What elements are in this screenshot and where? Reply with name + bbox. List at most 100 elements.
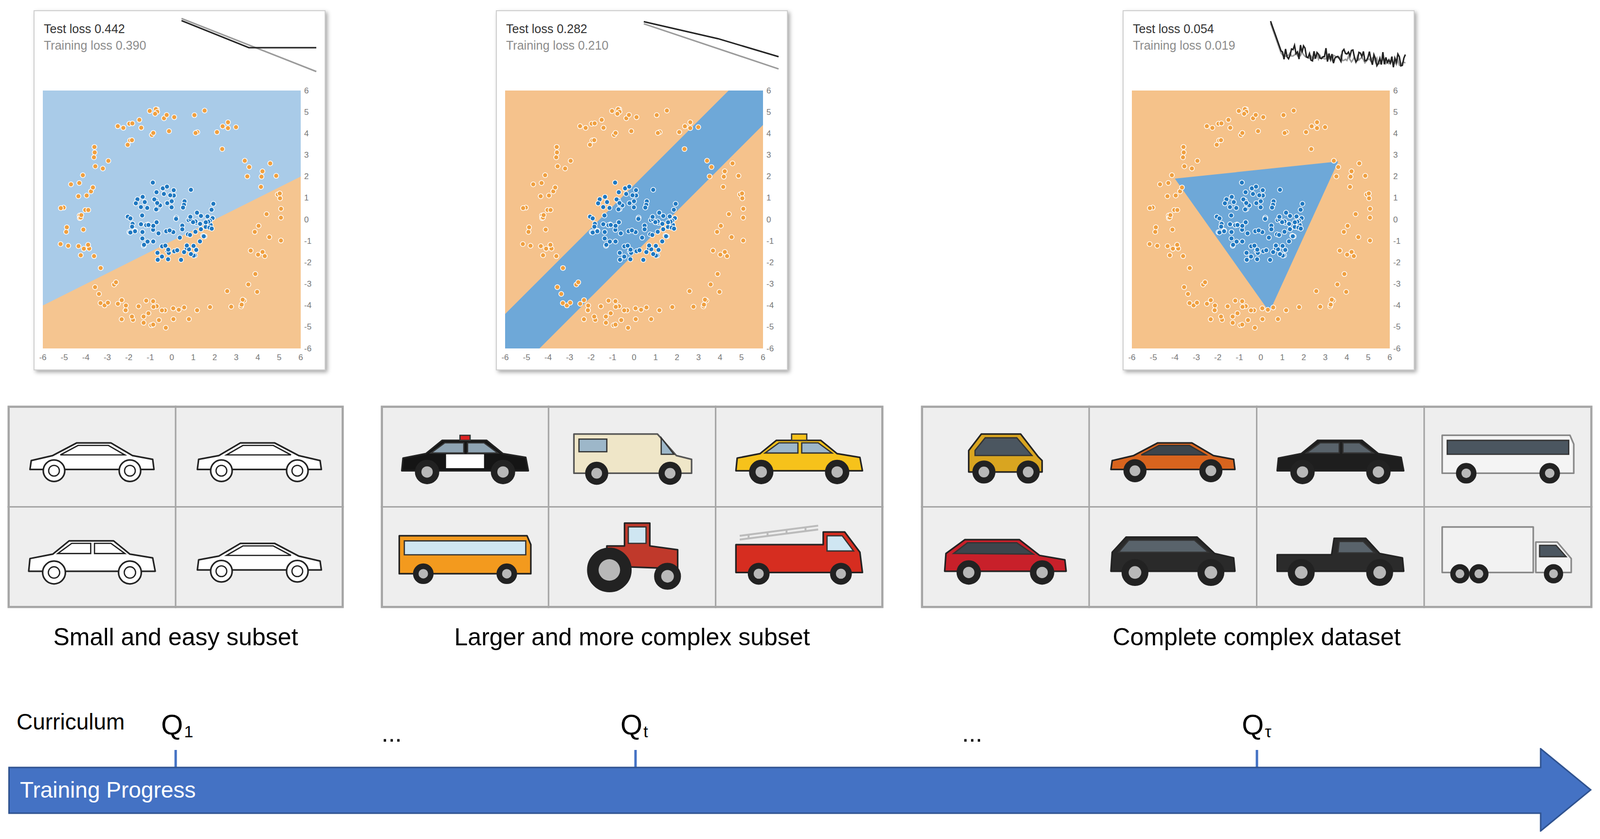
- blue-point: [1287, 226, 1293, 232]
- orange-point: [1181, 149, 1187, 155]
- orange-point: [136, 303, 142, 309]
- image-cell: [8, 406, 176, 508]
- orange-point: [1212, 303, 1218, 309]
- orange-point: [709, 164, 714, 170]
- orange-point: [1180, 154, 1186, 160]
- axis-tick: -6: [1393, 344, 1401, 353]
- blue-point: [1283, 210, 1289, 216]
- wheel: [1198, 559, 1224, 585]
- loss-chart: [181, 18, 317, 72]
- orange-point: [255, 252, 261, 257]
- orange-point: [129, 314, 135, 320]
- orange-point: [136, 117, 142, 123]
- axis-tick: -1: [608, 353, 617, 362]
- orange-point: [150, 130, 156, 136]
- blue-point: [663, 233, 669, 239]
- vehicle-window: [975, 437, 1033, 456]
- wheel-hub: [291, 565, 303, 577]
- orange-point: [546, 193, 552, 199]
- image-cell: [1089, 507, 1257, 608]
- orange-point: [1367, 206, 1373, 212]
- wheel-hub: [1036, 566, 1048, 579]
- orange-point: [1174, 207, 1180, 213]
- axis-tick: 5: [304, 108, 309, 117]
- orange-point: [92, 163, 98, 169]
- axis-tick: -3: [1393, 279, 1401, 289]
- vehicle-window: [1141, 445, 1206, 455]
- orange-point: [1164, 243, 1170, 249]
- axis-tick: 5: [276, 353, 282, 362]
- axis-tick: 0: [1258, 353, 1263, 362]
- vehicle-picture: [28, 540, 156, 584]
- orange-point: [1255, 128, 1261, 134]
- axis-tick: 1: [1279, 353, 1285, 362]
- blue-point: [1276, 232, 1282, 238]
- progress-arrow: Training Progress: [8, 747, 1592, 832]
- orange-point: [568, 158, 574, 164]
- wheel-hub: [421, 466, 433, 478]
- orange-point: [258, 174, 264, 180]
- vehicle-picture: [968, 434, 1043, 483]
- blue-point: [191, 243, 197, 249]
- axis-tick: -5: [766, 322, 774, 331]
- blue-point: [154, 189, 160, 195]
- blue-point: [1256, 192, 1262, 198]
- wheel: [210, 560, 233, 582]
- orange-point: [57, 241, 63, 247]
- blue-point: [201, 233, 207, 239]
- blue-point: [1282, 229, 1288, 235]
- orange-point: [123, 308, 128, 313]
- loss-panel: Test loss 0.054Training loss 0.019: [1122, 10, 1415, 371]
- axis-tick: -6: [501, 353, 509, 362]
- axis-tick: 0: [1393, 215, 1398, 224]
- orange-point: [1235, 310, 1240, 316]
- orange-point: [123, 308, 128, 313]
- axis-tick: 3: [304, 150, 309, 160]
- orange-point: [724, 253, 730, 259]
- training-loss-text: Training loss 0.210: [506, 38, 609, 53]
- orange-point: [1241, 111, 1247, 117]
- orange-point: [1282, 130, 1288, 136]
- orange-point: [543, 246, 549, 252]
- orange-point: [186, 316, 192, 322]
- orange-point: [736, 173, 742, 179]
- wheel-hub: [831, 466, 843, 478]
- blue-point: [145, 205, 150, 211]
- orange-point: [1195, 158, 1200, 164]
- blue-point: [1243, 200, 1249, 206]
- axis-tick: 2: [766, 172, 771, 181]
- orange-point: [526, 229, 531, 235]
- axis-tick: -5: [60, 353, 69, 362]
- loss-chart: [1270, 20, 1406, 68]
- arrow-label: Training Progress: [19, 777, 196, 803]
- orange-point: [648, 316, 654, 322]
- blue-point: [1253, 184, 1259, 190]
- orange-point: [608, 310, 614, 316]
- blue-point: [1279, 219, 1285, 225]
- axis-tick: 4: [255, 353, 260, 362]
- orange-point: [163, 325, 169, 331]
- axis-tick: -2: [304, 258, 312, 267]
- blue-point: [187, 232, 193, 238]
- wheel: [210, 459, 233, 482]
- axis-tick: 2: [674, 353, 680, 362]
- blue-point: [1270, 249, 1276, 255]
- image-cell: [921, 406, 1090, 508]
- axis-tick: 0: [304, 215, 309, 224]
- orange-point: [720, 184, 726, 190]
- orange-point: [1147, 205, 1153, 211]
- image-cell: [1089, 406, 1257, 508]
- wheel-hub: [1373, 565, 1386, 579]
- orange-point: [192, 112, 198, 118]
- orange-point: [1367, 215, 1373, 220]
- orange-point: [726, 211, 732, 217]
- vehicle-picture: [197, 543, 322, 582]
- orange-point: [1218, 314, 1224, 320]
- orange-point: [1343, 289, 1349, 295]
- blue-point: [1286, 238, 1292, 244]
- wheel-hub: [591, 467, 602, 479]
- orange-point: [554, 149, 560, 155]
- blue-point: [181, 249, 187, 255]
- orange-point: [76, 180, 82, 186]
